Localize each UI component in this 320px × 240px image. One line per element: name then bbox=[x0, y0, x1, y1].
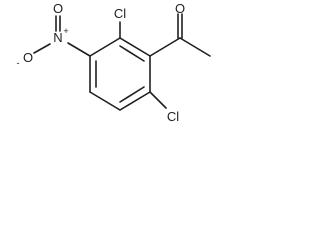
nitro-minus-charge: - bbox=[17, 58, 20, 68]
bond-ring-to-chlorine-bottom bbox=[149, 91, 167, 109]
bond-nitro-to-oxygen-left bbox=[33, 43, 51, 54]
chemical-structure-diagram: O Cl Cl N + O O - bbox=[17, 1, 211, 124]
nitro-plus-charge: + bbox=[63, 26, 68, 36]
nitro-oxygen-top-label: O bbox=[53, 1, 63, 16]
substituent-bonds bbox=[33, 13, 211, 109]
benzene-ring bbox=[89, 37, 151, 111]
bond-ring-to-nitro bbox=[67, 42, 91, 57]
ring-bond-c4-c5 bbox=[89, 91, 121, 111]
ring-bond-c5-c6 bbox=[119, 91, 151, 111]
carbonyl-oxygen-label: O bbox=[175, 1, 185, 16]
chlorine-top-label: Cl bbox=[114, 6, 126, 21]
nitro-oxygen-left-label: O bbox=[23, 50, 33, 65]
ring-bond-c1-c2 bbox=[119, 37, 151, 57]
ring-double-bond-c1-c2 bbox=[119, 45, 145, 62]
nitro-nitrogen-label: N bbox=[53, 30, 62, 45]
ring-double-bond-c5-c6 bbox=[119, 86, 145, 103]
atom-labels: O Cl Cl N + O O - bbox=[17, 1, 186, 124]
ring-bond-c2-c3 bbox=[89, 37, 121, 57]
bond-ring-to-carbonyl-carbon bbox=[149, 37, 181, 57]
chlorine-bottom-label: Cl bbox=[167, 109, 179, 124]
bond-carbonyl-carbon-to-methyl bbox=[179, 37, 211, 57]
